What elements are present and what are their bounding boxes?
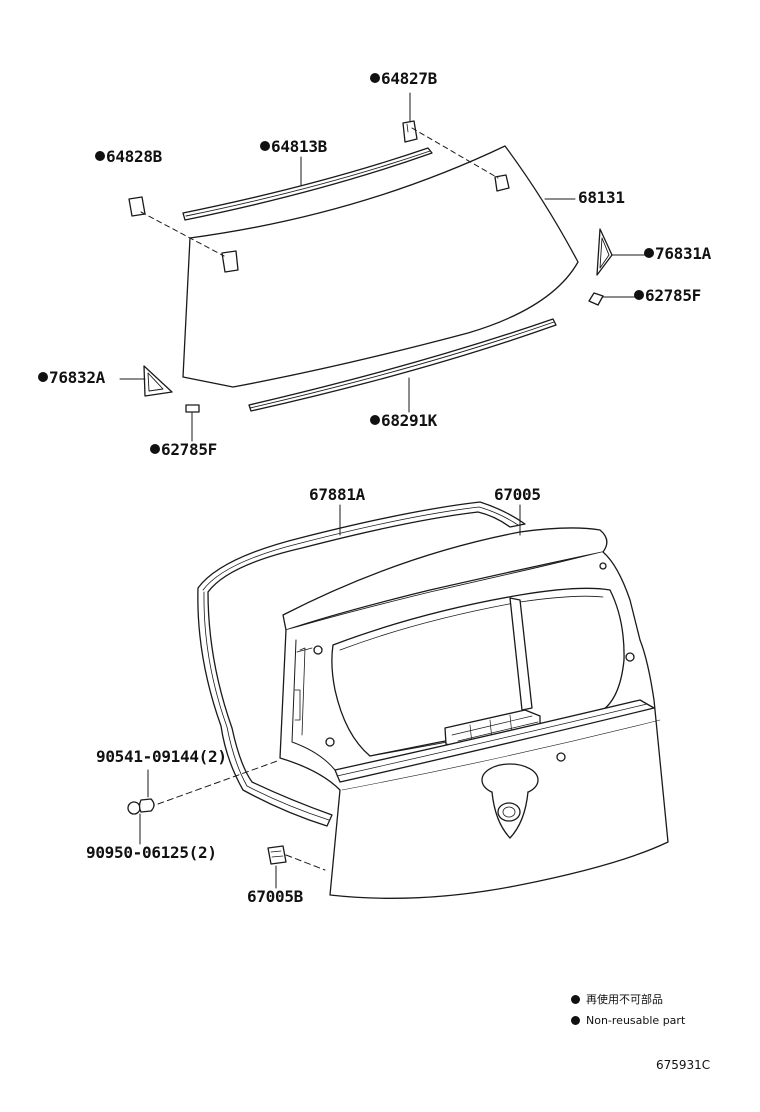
hinge-bolt-67005b: [267, 845, 326, 889]
part-label-90541-09144: 90541-09144(2): [96, 747, 227, 766]
part-label-90950-06125: 90950-06125(2): [86, 843, 217, 862]
non-reusable-dot-icon: [571, 1016, 580, 1025]
part-label-62785f-left: 62785F: [150, 441, 217, 459]
spacer-62785f-left: [185, 404, 200, 413]
leader-lines-lower: [339, 504, 521, 536]
non-reusable-dot-icon: [644, 248, 654, 258]
part-label-64828b: 64828B: [95, 148, 162, 166]
non-reusable-dot-icon: [634, 290, 644, 300]
part-label-76832a: 76832A: [38, 369, 105, 387]
non-reusable-dot-icon: [260, 141, 270, 151]
door-weatherstrip: [197, 501, 526, 827]
back-window-glass: [182, 145, 579, 388]
non-reusable-dot-icon: [370, 415, 380, 425]
part-label-67005b: 67005B: [247, 887, 303, 906]
non-reusable-dot-icon: [571, 995, 580, 1004]
back-door-panel: [279, 527, 669, 899]
part-label-68291k: 68291K: [370, 412, 437, 430]
spacer-62785f-right: [588, 292, 604, 306]
legend-item-jp: 再使用不可部品: [571, 993, 663, 1007]
clip-64827b: [402, 120, 510, 192]
part-label-67881a: 67881A: [309, 485, 365, 504]
part-label-67005: 67005: [494, 485, 541, 504]
non-reusable-dot-icon: [150, 444, 160, 454]
legend-item-en: Non-reusable part: [571, 1014, 685, 1028]
non-reusable-dot-icon: [38, 372, 48, 382]
part-label-64813b: 64813B: [260, 138, 327, 156]
corner-piece-76832a: [143, 365, 173, 397]
non-reusable-dot-icon: [370, 73, 380, 83]
upper-molding-strip: [182, 147, 433, 221]
leader-lines-upper: [119, 92, 646, 442]
part-label-62785f-right: 62785F: [634, 287, 701, 305]
corner-piece-76831a: [596, 228, 613, 276]
fastener-bolts: [127, 759, 281, 845]
part-label-68131: 68131: [578, 188, 625, 207]
part-label-64827b: 64827B: [370, 70, 437, 88]
clip-64828b: [128, 196, 239, 273]
non-reusable-dot-icon: [95, 151, 105, 161]
lower-molding-strip: [248, 318, 557, 412]
diagram-code: 675931C: [656, 1058, 711, 1072]
part-label-76831a: 76831A: [644, 245, 711, 263]
